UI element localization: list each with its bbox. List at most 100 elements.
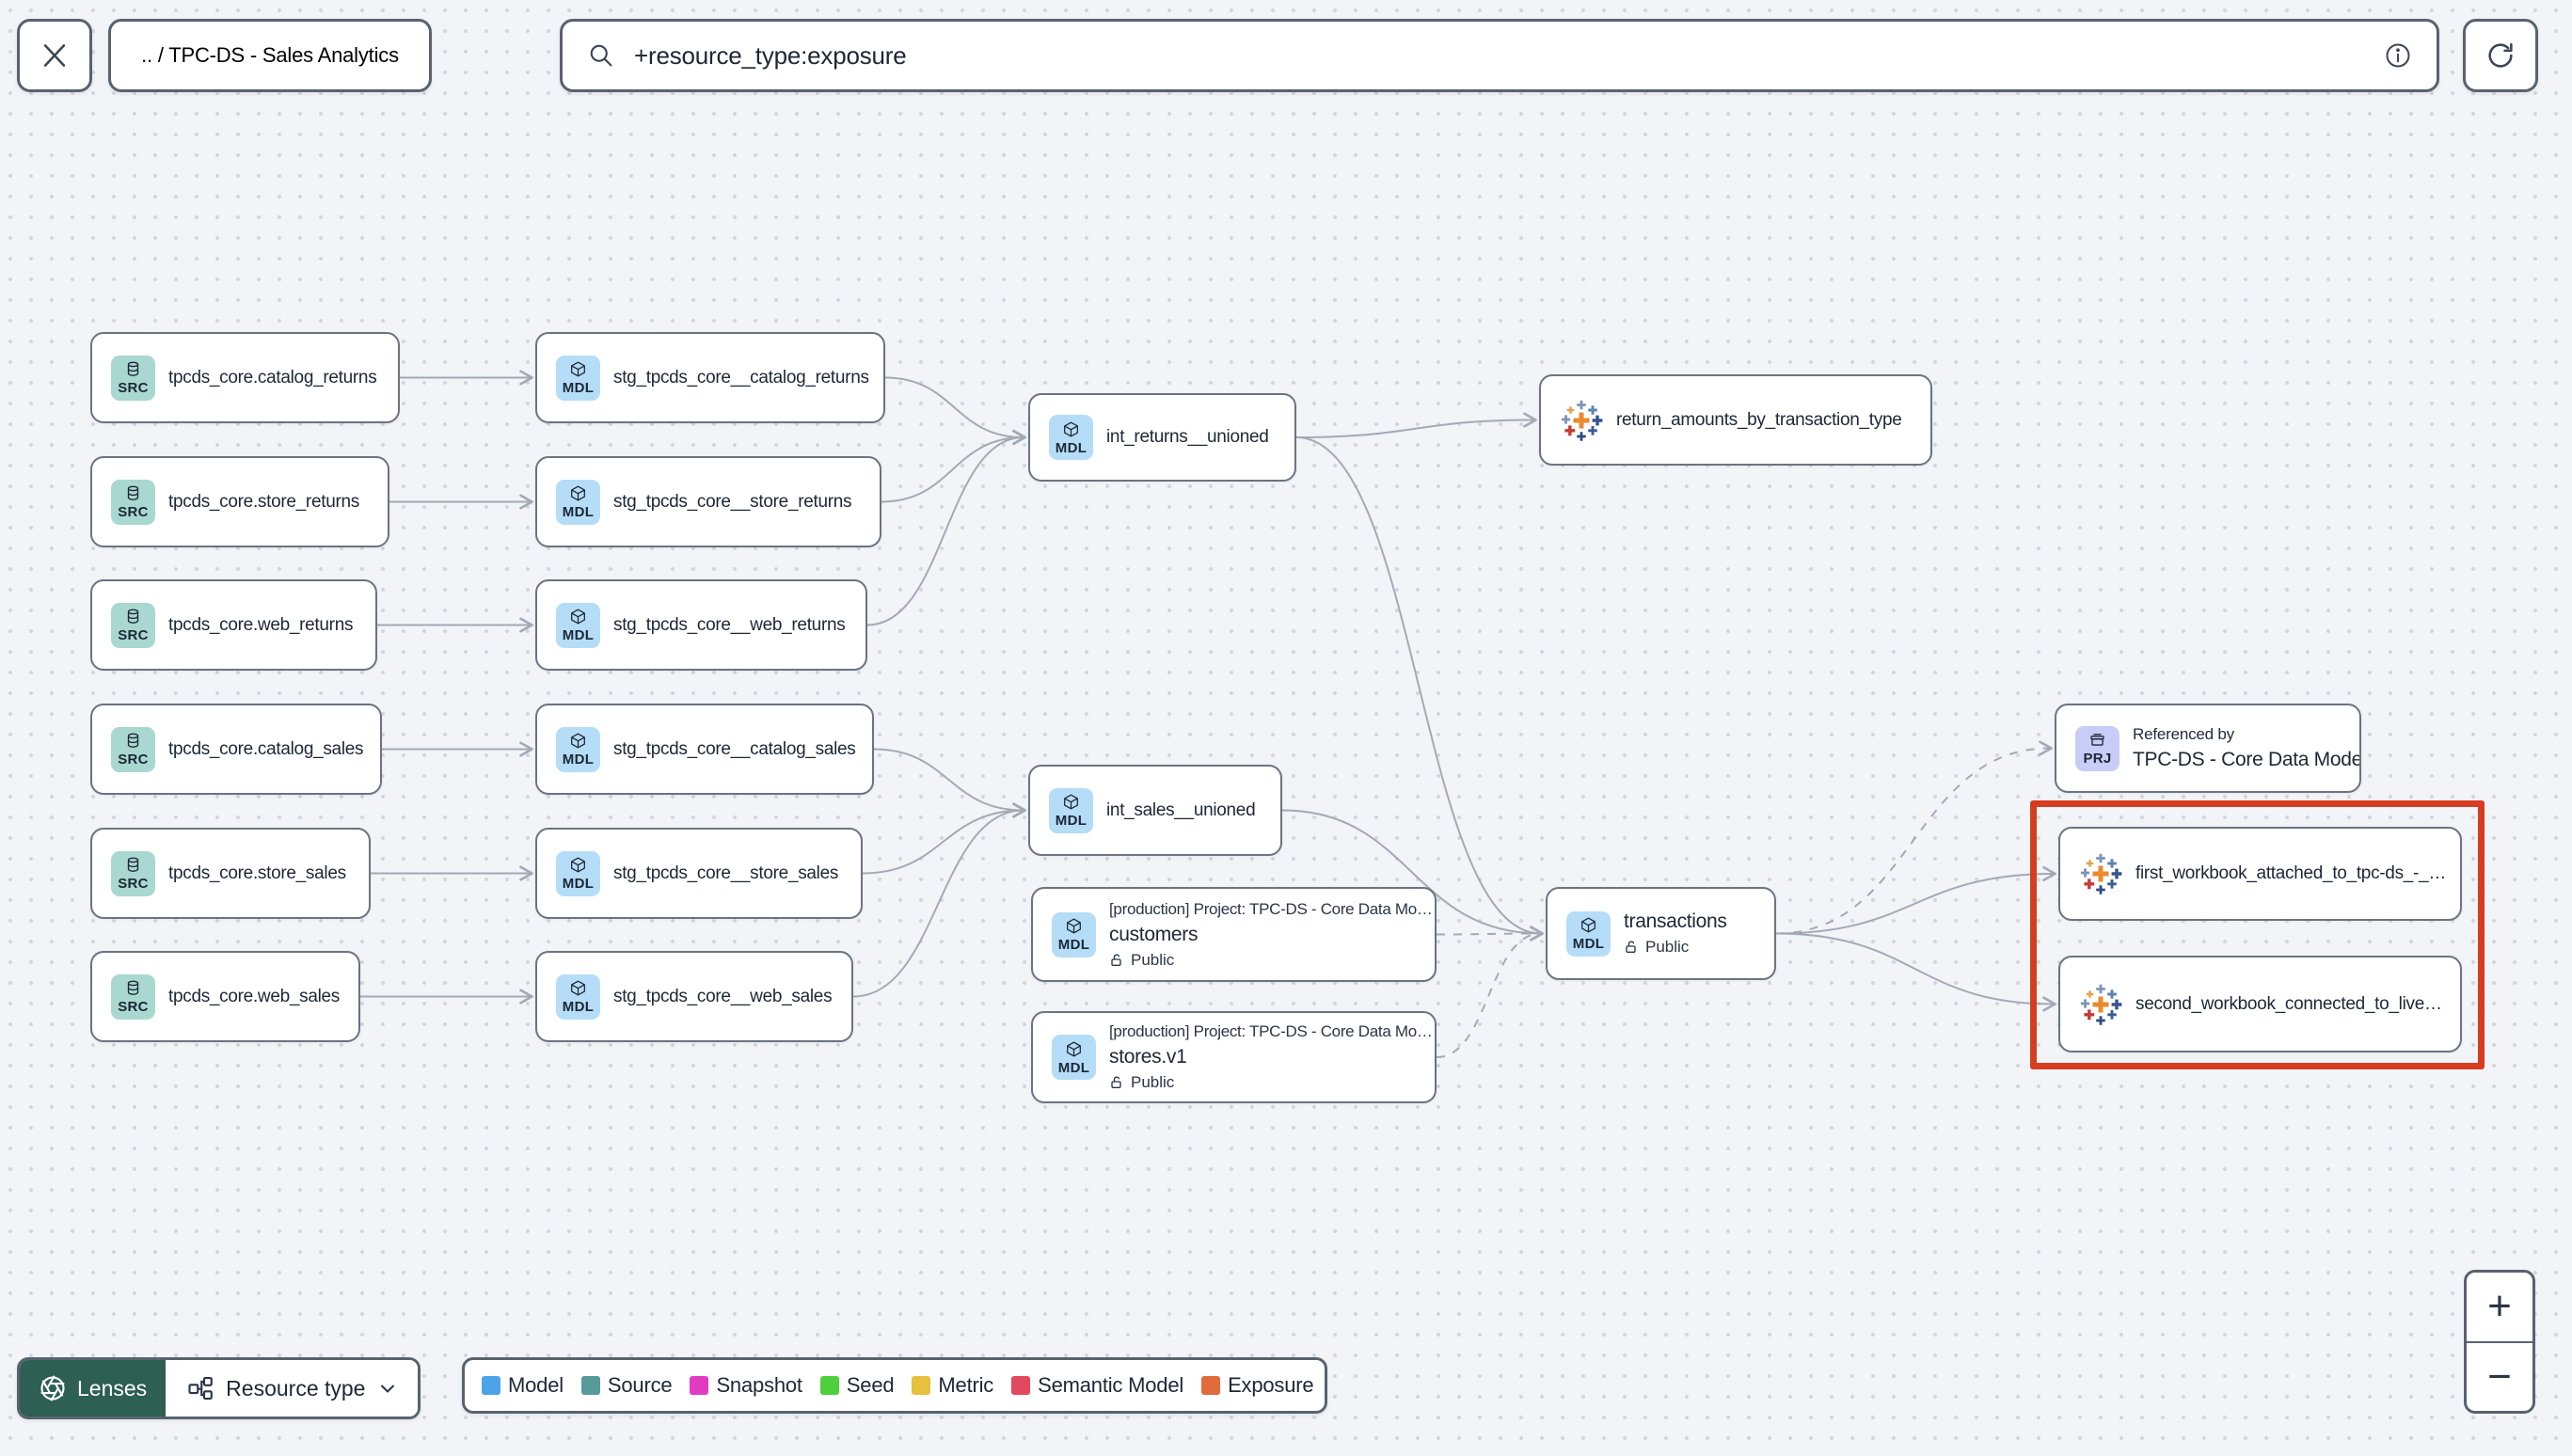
node-int-returns-unioned[interactable]: MDL int_returns__unioned — [1028, 393, 1296, 482]
visibility-label: Public — [1131, 950, 1175, 969]
badge-label: SRC — [118, 504, 149, 520]
database-badge: SRC — [111, 479, 155, 525]
node-src-web-sales[interactable]: SRC tpcds_core.web_sales — [90, 951, 360, 1042]
node-stg-catalog-returns[interactable]: MDL stg_tpcds_core__catalog_returns — [535, 332, 885, 423]
node-title: stg_tpcds_core__catalog_sales — [613, 738, 856, 759]
node-text: [production] Project: TPC-DS - Core Data… — [1109, 1022, 1433, 1092]
legend-label: Exposure — [1228, 1373, 1314, 1397]
badge-label: SRC — [118, 752, 149, 768]
badge-label: SRC — [118, 380, 149, 396]
node-text: stg_tpcds_core__catalog_returns — [613, 368, 869, 388]
legend-label: Semantic Model — [1038, 1373, 1184, 1397]
cube-badge: MDL — [556, 726, 600, 772]
info-icon[interactable] — [2384, 41, 2412, 70]
close-icon — [43, 44, 66, 67]
node-text: Referenced by TPC-DS - Core Data Models — [2133, 725, 2361, 771]
badge-label: SRC — [118, 876, 149, 892]
badge-label: MDL — [562, 876, 595, 892]
node-title: int_returns__unioned — [1106, 427, 1269, 447]
node-text: tpcds_core.web_sales — [168, 987, 340, 1007]
cube-badge: MDL — [556, 602, 600, 648]
node-text: [production] Project: TPC-DS - Core Data… — [1109, 900, 1433, 970]
zoom-out-button[interactable]: − — [2467, 1340, 2532, 1412]
lenses-button[interactable]: Lenses — [20, 1360, 167, 1416]
visibility-row: Public — [1109, 1073, 1421, 1092]
node-prj-ref[interactable]: PRJ Referenced by TPC-DS - Core Data Model… — [2055, 704, 2361, 793]
chevron-down-icon — [381, 1385, 395, 1393]
node-text: int_returns__unioned — [1106, 427, 1269, 448]
badge-label: MDL — [562, 627, 595, 643]
node-customers[interactable]: MDL[production] Project: TPC-DS - Core D… — [1031, 887, 1437, 982]
legend-label: Metric — [938, 1373, 994, 1397]
legend-chip — [580, 1376, 600, 1395]
cube-badge: MDL — [1049, 787, 1093, 833]
node-text: tpcds_core.store_returns — [168, 492, 359, 513]
node-wb-second[interactable]: second_workbook_connected_to_live… — [2058, 956, 2462, 1052]
badge-label: PRJ — [2083, 751, 2112, 767]
search-bar[interactable] — [560, 19, 2439, 92]
search-icon — [590, 44, 612, 67]
legend-item-seed: Seed — [819, 1373, 895, 1398]
legend-chip — [690, 1376, 709, 1395]
lock-open-icon — [1624, 940, 1639, 955]
legend-label: Source — [607, 1373, 673, 1397]
breadcrumb[interactable]: .. / TPC-DS - Sales Analytics — [108, 19, 432, 92]
node-stg-catalog-sales[interactable]: MDL stg_tpcds_core__catalog_sales — [535, 704, 874, 795]
zoom-in-button[interactable]: + — [2467, 1273, 2532, 1341]
node-title: stg_tpcds_core__store_returns — [613, 491, 852, 512]
resource-type-legend: Model Source Snapshot Seed Metric Semantic Mo… — [462, 1357, 1327, 1414]
node-subtitle: Referenced by — [2133, 725, 2234, 743]
database-badge: SRC — [111, 973, 155, 1020]
node-text: tpcds_core.store_sales — [168, 863, 346, 884]
node-title: first_workbook_attached_to_tpc-ds_-_… — [2135, 863, 2447, 883]
legend-item-metric: Metric — [912, 1373, 993, 1398]
node-wb-first[interactable]: first_workbook_attached_to_tpc-ds_-_… — [2058, 827, 2462, 921]
tableau-icon — [1560, 399, 1603, 442]
node-title: stg_tpcds_core__catalog_returns — [613, 367, 869, 388]
node-title: int_sales__unioned — [1106, 799, 1256, 820]
node-int-sales-unioned[interactable]: MDL int_sales__unioned — [1028, 765, 1282, 856]
badge-label: MDL — [562, 380, 595, 396]
node-text: return_amounts_by_transaction_type — [1616, 410, 1902, 431]
node-src-store-sales[interactable]: SRC tpcds_core.store_sales — [90, 828, 371, 919]
node-title: stores.v1 — [1109, 1046, 1187, 1068]
visibility-label: Public — [1131, 1073, 1175, 1091]
node-src-store-returns[interactable]: SRC tpcds_core.store_returns — [90, 456, 389, 547]
node-exp-return-amounts[interactable]: return_amounts_by_transaction_type — [1539, 374, 1932, 466]
refresh-icon — [2488, 42, 2513, 68]
database-badge: SRC — [111, 355, 155, 401]
node-project-context: [production] Project: TPC-DS - Core Data… — [1109, 1022, 1433, 1040]
zoom-controls: + − — [2464, 1270, 2535, 1414]
node-title: TPC-DS - Core Data Models — [2133, 749, 2361, 770]
resource-type-button[interactable]: Resource type — [166, 1360, 419, 1416]
node-stores-v1[interactable]: MDL [production] Project: TPC-DS - Core D… — [1031, 1011, 1437, 1103]
node-stg-store-returns[interactable]: MDL stg_tpcds_core__store_returns — [535, 456, 881, 547]
database-badge: SRC — [111, 602, 155, 648]
database-badge: SRC — [111, 726, 155, 772]
legend-label: Model — [508, 1373, 564, 1397]
legend-label: Snapshot — [716, 1373, 802, 1397]
cube-badge: MDL — [556, 479, 600, 525]
resource-type-icon — [188, 1376, 213, 1401]
node-text: stg_tpcds_core__catalog_sales — [613, 738, 856, 760]
cube-badge: MDL — [1052, 1035, 1096, 1080]
close-button[interactable] — [17, 19, 92, 92]
node-text: int_sales__unioned — [1106, 799, 1256, 821]
cube-badge: MDL — [1566, 910, 1611, 957]
search-input[interactable] — [632, 40, 2367, 71]
legend-item-snapshot: Snapshot — [690, 1373, 802, 1398]
legend-item-semantic-model: Semantic Model — [1011, 1373, 1183, 1398]
legend-label: Seed — [846, 1373, 895, 1397]
badge-label: MDL — [1055, 439, 1088, 456]
refresh-button[interactable] — [2463, 19, 2538, 92]
node-title: tpcds_core.store_returns — [168, 491, 359, 512]
database-badge: SRC — [111, 850, 155, 896]
